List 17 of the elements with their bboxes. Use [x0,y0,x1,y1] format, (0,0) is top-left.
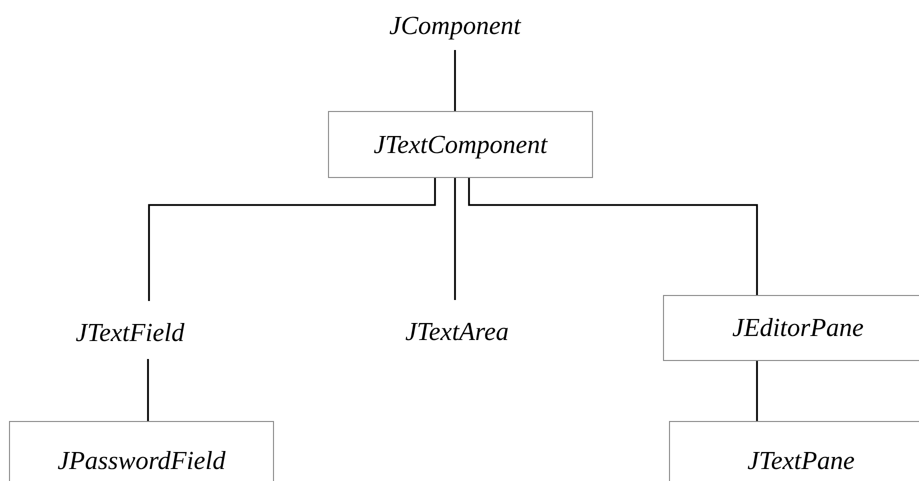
class-name: JTextArea [405,317,509,347]
class-name: JEditorPane [732,313,864,343]
class-box [669,421,919,481]
connector-line [454,178,456,300]
class-box [663,295,919,361]
class-name: JPasswordField [57,446,226,476]
class-name: JTextField [76,318,184,348]
connector-line [148,178,436,301]
class-box [328,111,593,178]
connector-line [454,50,456,111]
class-box [9,421,274,481]
class-name: JTextPane [747,446,855,476]
connector-line [147,359,149,421]
class-name: JComponent [389,11,521,41]
class-name: JTextComponent [374,130,548,160]
connector-line [756,361,758,421]
connector-line [468,178,758,295]
